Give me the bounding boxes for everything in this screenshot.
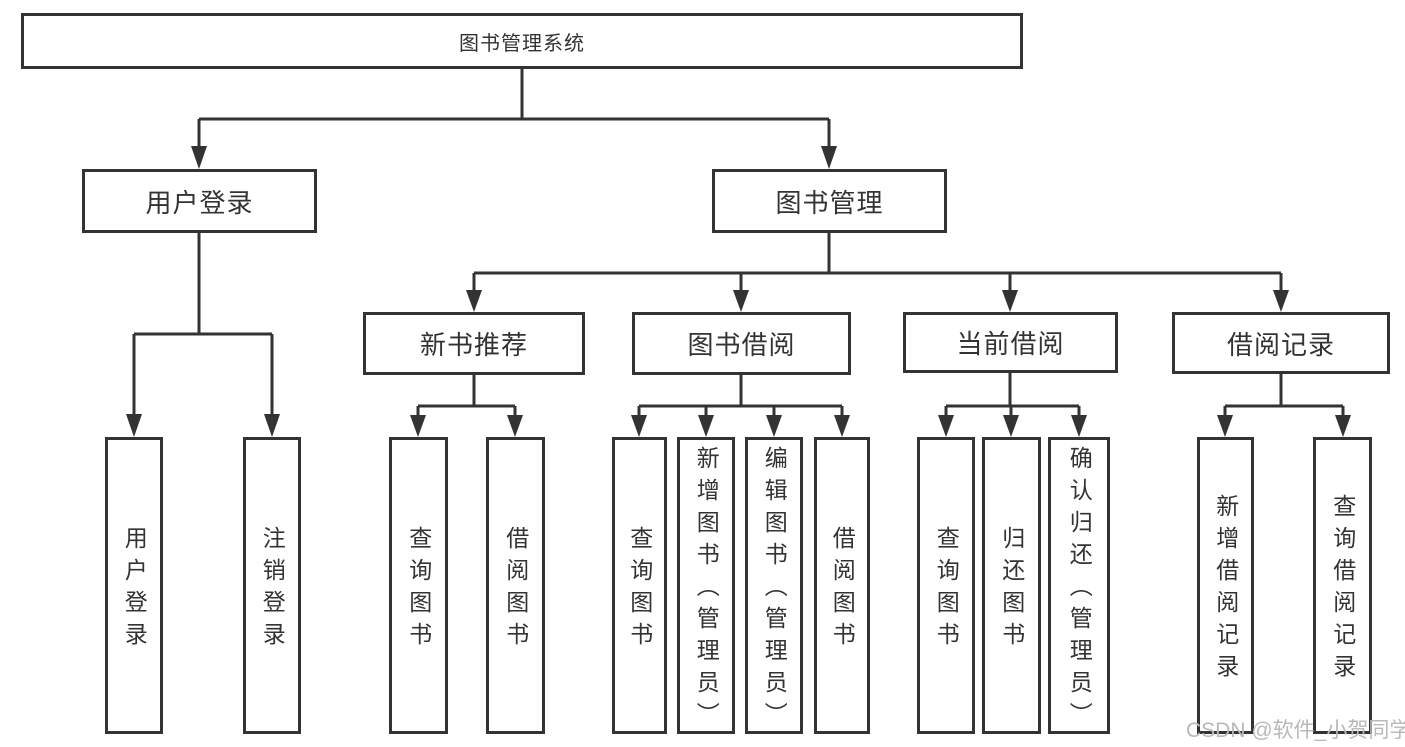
leaf-borrow-books-1: 借阅图书	[486, 437, 545, 734]
leaf-confirm-return-admin: 确认归还（管理员）	[1048, 437, 1110, 734]
leaf-query-books-2: 查询图书	[612, 437, 667, 734]
arrowhead-icons	[126, 146, 1351, 437]
leaf-borrow-books-2: 借阅图书	[814, 437, 870, 734]
node-label: 当前借阅	[956, 329, 1065, 359]
node-label: 查询图书	[933, 526, 960, 654]
leaf-query-books-3: 查询图书	[917, 437, 975, 734]
node-label: 用户登录	[121, 526, 148, 654]
node-label: 借阅图书	[829, 526, 856, 654]
node-user-login-module: 用户登录	[82, 169, 317, 233]
node-label: 新增图书（管理员）	[693, 446, 720, 734]
node-label: 编辑图书（管理员）	[761, 446, 788, 734]
node-label: 用户登录	[145, 187, 254, 218]
node-label: 借阅记录	[1226, 329, 1335, 360]
node-label: 图书管理系统	[459, 32, 585, 55]
node-current-borrow: 当前借阅	[903, 312, 1118, 373]
node-label: 归还图书	[998, 526, 1025, 654]
node-label: 借阅图书	[502, 526, 529, 654]
node-borrow-records: 借阅记录	[1172, 312, 1390, 374]
node-label: 查询图书	[405, 526, 432, 654]
node-label: 图书借阅	[687, 330, 796, 360]
node-book-management: 图书管理	[712, 169, 947, 233]
leaf-add-books-admin: 新增图书（管理员）	[677, 437, 735, 734]
node-label: 确认归还（管理员）	[1066, 446, 1093, 734]
leaf-return-books: 归还图书	[982, 437, 1041, 734]
node-label: 新书推荐	[419, 330, 528, 360]
node-label: 查询借阅记录	[1329, 494, 1356, 686]
csdn-watermark: CSDN @软件_小贺同学	[1186, 719, 1405, 742]
leaf-edit-books-admin: 编辑图书（管理员）	[745, 437, 803, 734]
leaf-logout: 注销登录	[243, 437, 301, 734]
leaf-query-borrow-record: 查询借阅记录	[1313, 437, 1372, 734]
leaf-add-borrow-record: 新增借阅记录	[1197, 437, 1254, 734]
node-label: 注销登录	[259, 526, 286, 654]
node-book-borrow: 图书借阅	[632, 312, 851, 375]
leaf-query-books-1: 查询图书	[389, 437, 448, 734]
node-new-book-recommend: 新书推荐	[363, 312, 585, 375]
node-root-system: 图书管理系统	[21, 13, 1023, 69]
leaf-user-login: 用户登录	[105, 437, 163, 734]
node-label: 图书管理	[775, 187, 884, 218]
node-label: 查询图书	[626, 526, 653, 654]
node-label: 新增借阅记录	[1212, 494, 1239, 686]
